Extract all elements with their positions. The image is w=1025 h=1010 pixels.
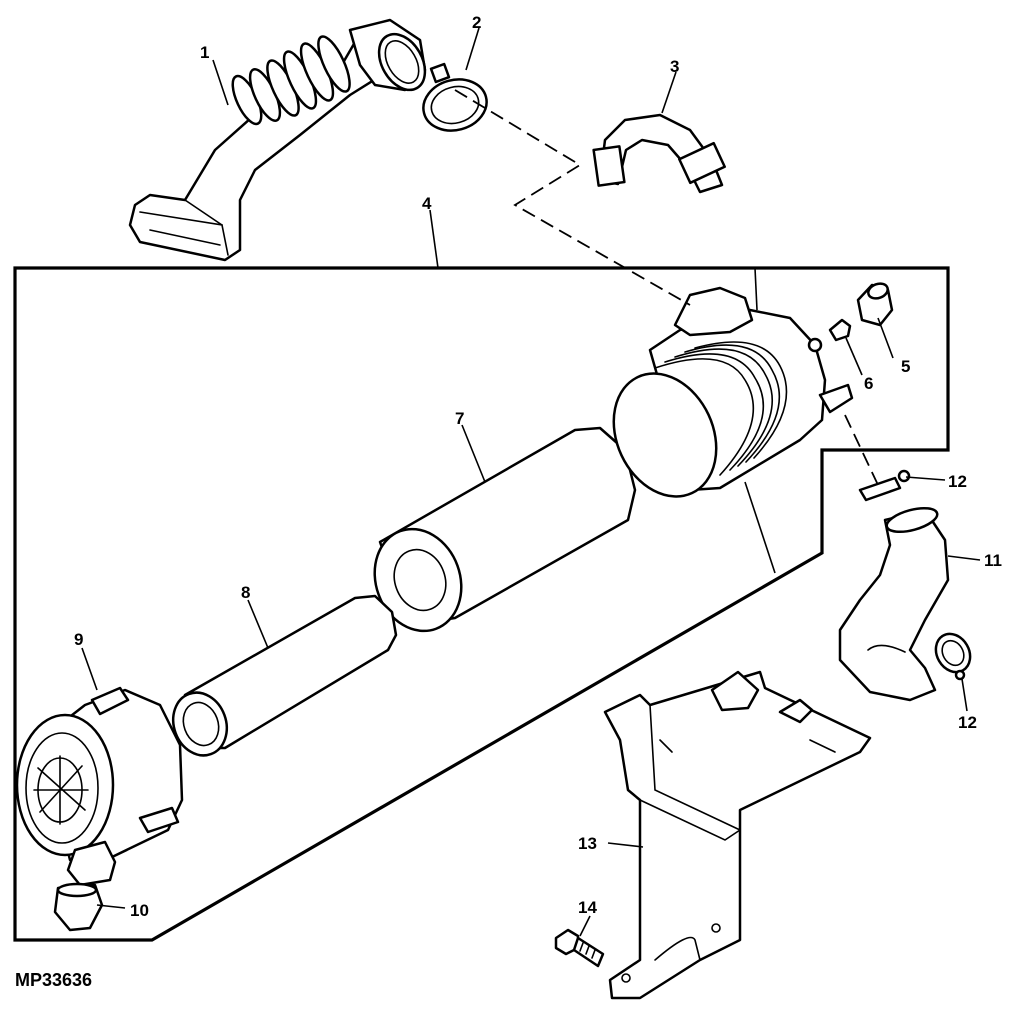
part-12-clamp-upper (858, 469, 911, 502)
callout-6: 6 (864, 374, 873, 393)
part-2-hose-clamp (422, 62, 488, 132)
callout-11: 11 (984, 551, 1002, 570)
dashed-routing-line-outlet (844, 414, 879, 486)
part-8-inner-filter (171, 594, 398, 757)
part-7-outer-filter (373, 426, 637, 633)
callout-13: 13 (578, 834, 597, 853)
callout-5: 5 (901, 357, 910, 376)
callout-8: 8 (241, 583, 250, 602)
callout-4: 4 (422, 194, 432, 213)
callout-9: 9 (74, 630, 83, 649)
part-5-vacuator-valve (856, 282, 894, 327)
part-9-end-cover (15, 686, 184, 887)
callout-3: 3 (670, 57, 679, 76)
part-11-outlet-hose (838, 506, 950, 702)
part-12-clamp-lower (934, 632, 972, 681)
callout-12-lower: 12 (958, 713, 977, 732)
dashed-routing-line (454, 89, 691, 306)
leader-lines (81, 27, 981, 937)
part-1-intake-duct (128, 18, 427, 262)
part-14-flange-bolt (554, 928, 605, 968)
callout-2: 2 (472, 13, 481, 32)
figure-id: MP33636 (15, 970, 92, 990)
assembly-frame (13, 266, 950, 942)
part-6-fitting (828, 318, 852, 342)
part-4-air-cleaner-housing (612, 286, 854, 498)
callout-1: 1 (200, 43, 209, 62)
part-10-dust-valve (53, 882, 104, 932)
part-3-mounting-strap (592, 113, 726, 194)
part-13-mounting-bracket (603, 670, 872, 1000)
callout-14: 14 (578, 898, 597, 917)
callout-12-upper: 12 (948, 472, 967, 491)
callout-10: 10 (130, 901, 149, 920)
callout-7: 7 (455, 409, 464, 428)
